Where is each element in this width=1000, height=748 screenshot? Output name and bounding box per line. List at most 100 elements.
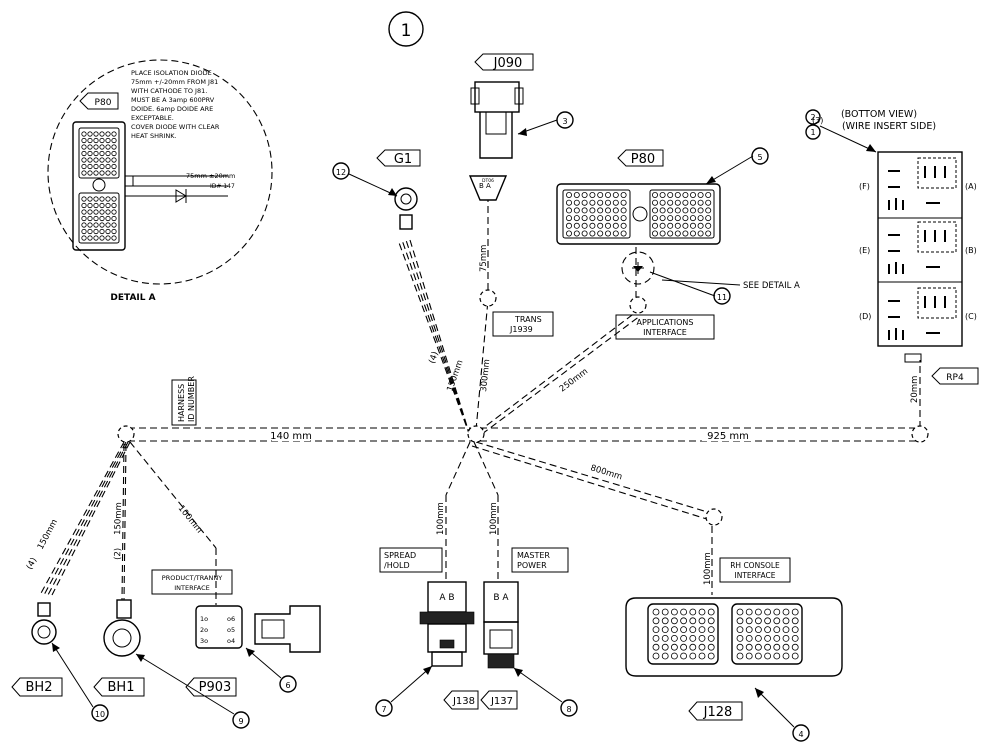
pin — [705, 230, 712, 237]
pin — [612, 199, 619, 206]
j128-connector — [625, 597, 843, 677]
pin — [105, 235, 111, 241]
pin — [612, 207, 619, 214]
pin — [81, 209, 87, 215]
detail-a-note-line-8: HEAT SHRINK. — [131, 132, 177, 140]
pin — [659, 215, 666, 222]
pin — [612, 230, 619, 237]
ring-terminal-icon — [31, 619, 57, 645]
applications-label-1: APPLICATIONS — [637, 318, 694, 327]
pin — [87, 235, 93, 241]
pin — [99, 163, 105, 170]
pin — [105, 131, 111, 137]
pin — [661, 635, 669, 642]
pin — [620, 207, 627, 214]
p903-pin-3: 3o — [200, 637, 208, 645]
g1-group: G1 — [376, 149, 421, 230]
pin — [566, 207, 573, 214]
pin — [667, 222, 674, 229]
relay-contact — [924, 230, 926, 242]
pin — [705, 199, 712, 206]
pin — [755, 643, 762, 651]
pin — [99, 235, 105, 241]
p903-mating-plug — [254, 605, 321, 653]
pin — [667, 207, 674, 214]
pin — [671, 608, 678, 616]
pin — [620, 215, 627, 222]
pin — [671, 652, 678, 660]
callout-2-text: 2 — [810, 113, 815, 122]
sheet-number: 1 — [401, 21, 412, 41]
p80-group: P80 SEE DETAIL A — [556, 149, 800, 291]
trans-label-box: TRANS J1939 — [492, 311, 554, 337]
trans-label: TRANS — [514, 315, 542, 324]
detail-a-title: DETAIL A — [110, 293, 155, 303]
relay-contact — [895, 328, 897, 340]
pin — [697, 191, 704, 198]
relay-contact — [934, 166, 936, 178]
pin — [99, 228, 105, 235]
pin — [680, 608, 687, 616]
pin — [93, 209, 99, 215]
pin — [87, 196, 93, 202]
rh-console-label-1: RH CONSOLE — [730, 561, 780, 570]
pin — [81, 131, 87, 137]
pin — [652, 191, 659, 198]
relay-side-b: (B) — [965, 246, 977, 255]
pin — [566, 191, 573, 198]
detail-a-note-line-5: DOIDE. 6amp DOIDE ARE — [131, 105, 213, 113]
master-label-2: POWER — [517, 561, 547, 570]
relay-contact — [895, 262, 897, 274]
pin — [99, 131, 105, 137]
pin — [87, 202, 93, 209]
pin — [773, 643, 781, 651]
pin — [93, 170, 99, 176]
pin — [652, 652, 660, 660]
pin — [764, 635, 771, 642]
j090-end-view — [468, 175, 508, 201]
pin — [707, 635, 715, 642]
pin — [689, 617, 697, 625]
pin — [707, 608, 715, 616]
pin — [652, 230, 659, 237]
applications-label-box: APPLICATIONS INTERFACE — [615, 314, 715, 340]
pin — [682, 191, 689, 198]
pin — [697, 215, 704, 222]
pin — [105, 228, 111, 235]
pin — [698, 617, 706, 625]
pin — [689, 652, 697, 660]
pin — [111, 163, 117, 170]
wire-count-bh1: (2) — [113, 548, 123, 560]
dim-bh2: 150mm — [36, 518, 60, 552]
wire-count-g1: (4) — [427, 350, 440, 365]
callout-6-text: 6 — [285, 681, 290, 690]
pin — [93, 196, 99, 202]
bh1-label: BH1 — [108, 680, 135, 695]
relay-contact — [926, 202, 940, 204]
callout-9: 9 — [232, 711, 250, 729]
master-power-label-box: MASTER POWER — [511, 547, 569, 573]
pin — [81, 196, 87, 202]
callout-1-text: 1 — [810, 128, 815, 137]
callout-7-text: 7 — [381, 705, 386, 714]
pin — [573, 207, 580, 214]
pin — [791, 652, 799, 660]
detail-a-p80-connector — [72, 121, 126, 251]
detail-a-note-line-6: EXCEPTABLE. — [131, 114, 174, 122]
pin — [661, 643, 669, 651]
pin — [93, 157, 99, 163]
relay-contacts — [888, 166, 946, 340]
relay-contact — [926, 332, 940, 334]
pin — [745, 652, 753, 660]
relay-contact — [895, 198, 897, 210]
pin — [698, 652, 706, 660]
pin — [605, 230, 612, 237]
pin — [605, 191, 612, 198]
pin — [99, 150, 105, 157]
pin — [682, 222, 689, 229]
pin — [764, 617, 771, 625]
pin — [667, 230, 674, 237]
bh2-label: BH2 — [26, 680, 53, 695]
pin — [707, 652, 715, 660]
pin — [764, 608, 771, 616]
